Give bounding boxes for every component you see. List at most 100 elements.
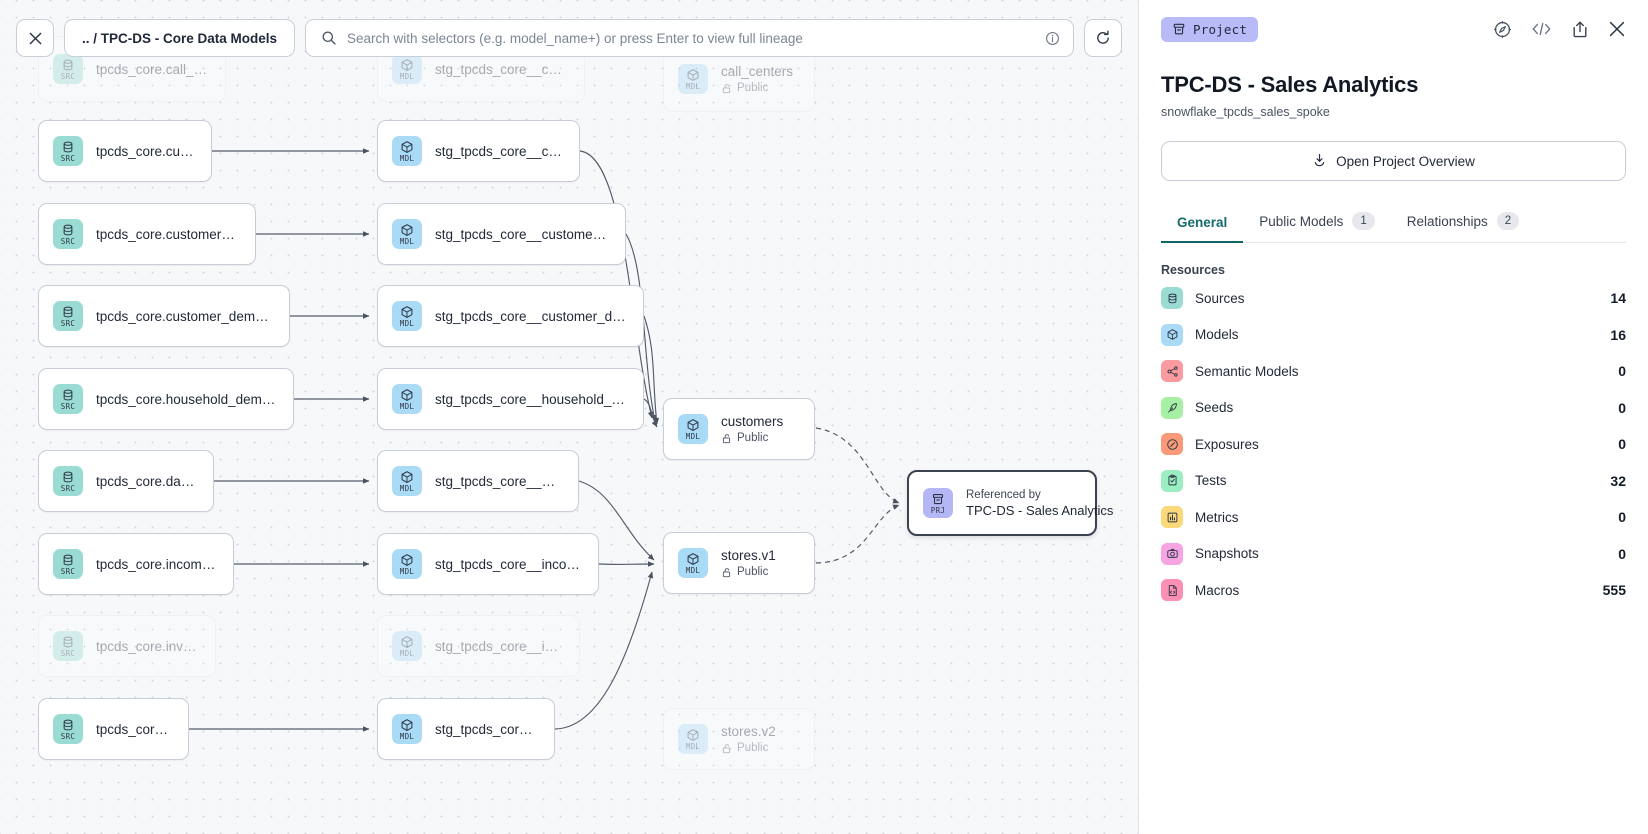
node-text: tpcds_core.income_band [96,557,217,572]
node-visibility: Public [721,566,776,578]
close-lineage-button[interactable] [16,19,54,57]
download-overview-icon [1314,153,1325,167]
close-panel-icon[interactable] [1608,20,1626,38]
node-label: call_centers [721,64,794,79]
cube-icon [687,418,699,431]
lock-open-icon [722,743,731,753]
lineage-node[interactable]: SRC tpcds_core.customer_address [38,203,256,265]
refresh-icon [1097,30,1109,44]
node-type-badge-mdl: MDL [678,414,708,444]
lineage-node[interactable]: MDL stg_tpcds_core__household_demogr… [377,368,644,430]
node-type-tag: SRC [60,318,76,328]
info-circle-icon[interactable] [1045,31,1060,46]
node-type-tag: SRC [60,153,76,163]
database-icon [63,141,73,152]
search-box[interactable] [305,19,1074,57]
tab-general[interactable]: General [1161,206,1244,243]
node-type-badge-mdl: MDL [392,714,422,744]
node-text: tpcds_core.call_center [96,62,209,77]
lineage-node[interactable]: SRC tpcds_core.household_demographics [38,368,294,430]
node-type-badge-mdl: MDL [392,466,422,496]
panel-header: Project [1161,14,1626,44]
node-type-badge-src: SRC [53,54,83,84]
resources-heading: Resources [1161,263,1225,277]
tab-count-badge: 2 [1496,212,1520,230]
search-input[interactable] [347,30,1035,46]
resource-label: Macros [1195,582,1240,598]
resource-label: Metrics [1195,509,1239,525]
compass-icon[interactable] [1493,20,1512,39]
code-icon[interactable] [1531,21,1552,37]
referenced-by-project-name: TPC-DS - Sales Analytics [966,502,1114,518]
seed-icon [1161,396,1183,419]
cube-icon [401,58,413,71]
tab-label: Public Models [1259,213,1344,229]
breadcrumb[interactable]: .. / TPC-DS - Core Data Models [64,19,296,57]
node-type-tag: MDL [399,71,415,81]
database-icon [63,306,73,317]
node-type-tag: MDL [399,648,415,658]
node-label: tpcds_core.customer_address [96,226,239,242]
refresh-button[interactable] [1084,19,1122,57]
graph-icon [1161,360,1183,383]
node-label: stg_tpcds_core__household_demogr… [435,391,627,407]
project-type-pill[interactable]: Project [1161,16,1259,42]
node-label: tpcds_core.customer_demographics [96,308,273,324]
resource-count: 0 [1618,436,1626,453]
node-label: stg_tpcds_core__call_center [435,61,568,77]
referenced-by-kicker: Referenced by [966,488,1041,501]
lineage-canvas[interactable]: SRCtpcds_core.call_centerMDLstg_tpcds_co… [0,0,1138,834]
node-type-badge-src: SRC [53,219,83,249]
lineage-node[interactable]: MDLstg_tpcds_core__customer_demogra… [377,285,644,347]
node-type-tag: MDL [399,401,415,411]
node-text: tpcds_core.household_demographics [96,392,277,407]
lineage-node[interactable]: SRC tpcds_core.customer_demographics [38,285,290,347]
node-type-badge-src: SRC [53,384,83,414]
node-type-badge-src: SRC [53,714,83,744]
cube-icon [401,470,413,483]
node-type-badge-mdl: MDL [392,136,422,166]
cube-icon [687,728,699,741]
cube-icon [687,68,699,81]
node-label: tpcds_core.call_center [96,61,209,77]
cube-icon [401,635,413,648]
cube-icon [401,718,413,731]
node-type-tag: MDL [399,318,415,328]
open-project-overview-button[interactable]: Open Project Overview [1161,141,1626,181]
share-icon[interactable] [1571,20,1589,39]
node-type-badge-mdl: MDL [392,631,422,661]
node-type-tag: MDL [399,731,415,741]
node-label: tpcds_core.income_band [96,556,217,572]
